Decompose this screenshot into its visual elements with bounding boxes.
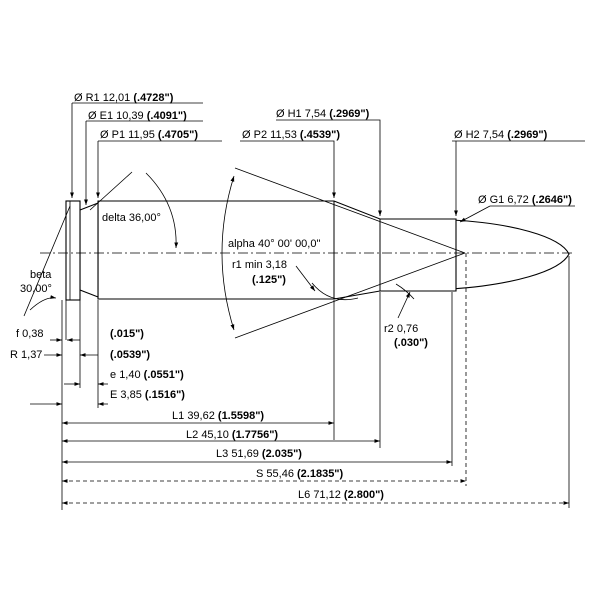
L1-label: L1 39,62 (1.5598"): [172, 410, 264, 422]
R-inch-label: (.0539"): [110, 349, 150, 361]
L3-label: L3 51,69 (2.035"): [216, 448, 302, 460]
beta-line: [23, 205, 71, 317]
beta-value-label: 30,00°: [20, 283, 52, 295]
S-label: S 55,46 (2.1835"): [256, 468, 344, 480]
r2-arc: [395, 283, 415, 300]
G1-label: Ø G1 6,72 (.2646"): [478, 194, 572, 206]
beta-arc: [29, 295, 57, 311]
P2-label: Ø P2 11,53 (.4539"): [242, 129, 340, 141]
alpha-label: alpha 40° 00' 00,0": [228, 238, 320, 250]
delta-label: delta 36,00°: [102, 212, 161, 224]
beta-name-label: beta: [30, 269, 52, 281]
r2-label: r2 0,76: [384, 323, 418, 335]
cartridge-outline: [65, 200, 570, 301]
r1-inch-label: (.125"): [252, 274, 286, 286]
H1-label: Ø H1 7,54 (.2969"): [276, 108, 370, 120]
E1-label: Ø E1 10,39 (.4091"): [88, 110, 187, 122]
delta-arc: [145, 172, 179, 249]
extension-lines: [61, 253, 570, 510]
alpha-cone-upper: [234, 167, 466, 254]
bullet-profile: [451, 219, 570, 290]
r1-leader: [295, 265, 316, 292]
dimension-labels: Ø R1 12,01 (.4728") Ø E1 10,39 (.4091") …: [10, 92, 572, 501]
h1-leader-line: [276, 119, 382, 216]
alpha-cone-lower: [234, 252, 466, 339]
length-dimensions: [61, 421, 569, 505]
R-label: R 1,37: [10, 349, 42, 361]
H2-label: Ø H2 7,54 (.2969"): [454, 129, 548, 141]
case-body: [97, 200, 457, 300]
P1-label: Ø P1 11,95 (.4705"): [100, 129, 198, 141]
extractor-groove: [79, 202, 99, 298]
R1-label: Ø R1 12,01 (.4728"): [74, 92, 174, 104]
alpha-arc: [221, 175, 235, 331]
r2-leader: [397, 291, 411, 319]
f-label: f 0,38: [16, 328, 44, 340]
r2-inch-label: (.030"): [394, 337, 428, 349]
small-dimensions: [30, 338, 108, 406]
f-inch-label: (.015"): [110, 328, 144, 340]
E-label: E 3,85 (.1516"): [110, 389, 185, 401]
case-rim: [65, 200, 81, 301]
g1-leader-line: [459, 205, 491, 223]
diameter-leaders: [70, 102, 585, 223]
p2-leader-line: [240, 140, 336, 198]
e-label: e 1,40 (.0551"): [110, 369, 184, 381]
r1-label: r1 min 3,18: [232, 259, 287, 271]
delta-line: [89, 171, 133, 211]
L6-label: L6 71,12 (2.800"): [298, 489, 384, 501]
L2-label: L2 45,10 (1.7756"): [186, 429, 278, 441]
r1-arc: [311, 282, 359, 301]
